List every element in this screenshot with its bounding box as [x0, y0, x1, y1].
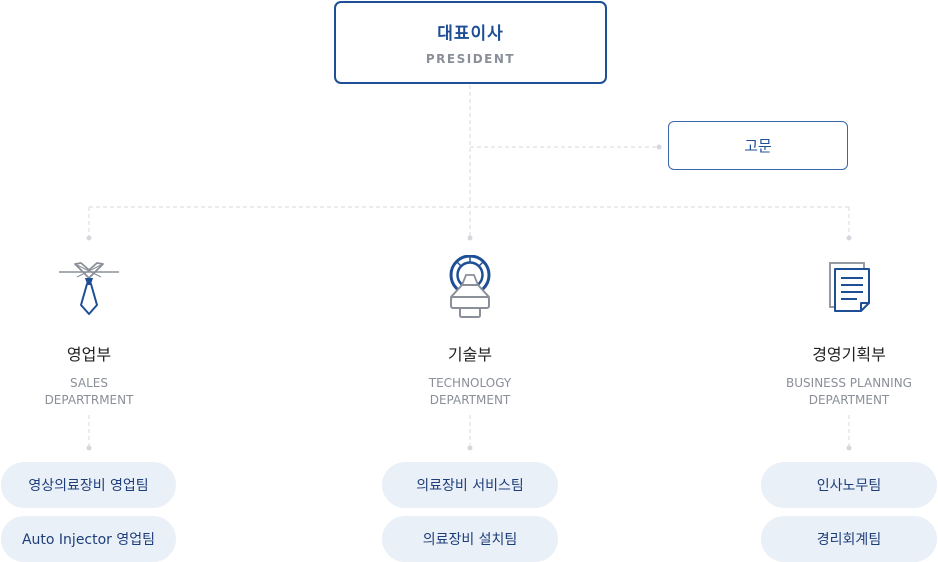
department-sales: 영업부 SALES DEPARTRMENT — [0, 255, 179, 409]
president-subtitle: PRESIDENT — [425, 52, 516, 66]
advisor-box: 고문 — [668, 121, 848, 170]
team-item: 의료장비 설치팀 — [382, 516, 558, 562]
department-technology: 기술부 TECHNOLOGY DEPARTMENT — [380, 254, 560, 409]
necktie-icon — [57, 255, 121, 319]
department-name: 기술부 — [447, 345, 493, 364]
department-name: 경영기획부 — [812, 345, 886, 364]
connector-dot — [846, 445, 852, 451]
medical-scanner-icon — [438, 254, 502, 319]
department-name-en: SALES DEPARTRMENT — [44, 376, 134, 407]
advisor-label: 고문 — [744, 137, 772, 155]
connector-dot — [467, 445, 473, 451]
team-item: 의료장비 서비스팀 — [382, 462, 558, 508]
department-name: 영업부 — [66, 345, 112, 364]
president-box: 대표이사 PRESIDENT — [334, 1, 607, 84]
department-name-en: BUSINESS PLANNING DEPARTMENT — [786, 376, 912, 407]
document-icon — [817, 255, 881, 319]
department-business-planning: 경영기획부 BUSINESS PLANNING DEPARTMENT — [759, 255, 938, 409]
connector-dot — [656, 144, 662, 150]
team-item: 인사노무팀 — [761, 462, 937, 508]
president-title: 대표이사 — [437, 24, 504, 44]
connector-dot — [86, 235, 92, 241]
connector-dot — [846, 235, 852, 241]
team-item: 영상의료장비 영업팀 — [1, 462, 176, 508]
connector-dot — [467, 235, 473, 241]
team-item: Auto Injector 영업팀 — [1, 516, 176, 562]
team-item: 경리회계팀 — [761, 516, 937, 562]
connector-dot — [86, 445, 92, 451]
department-name-en: TECHNOLOGY DEPARTMENT — [428, 376, 512, 407]
